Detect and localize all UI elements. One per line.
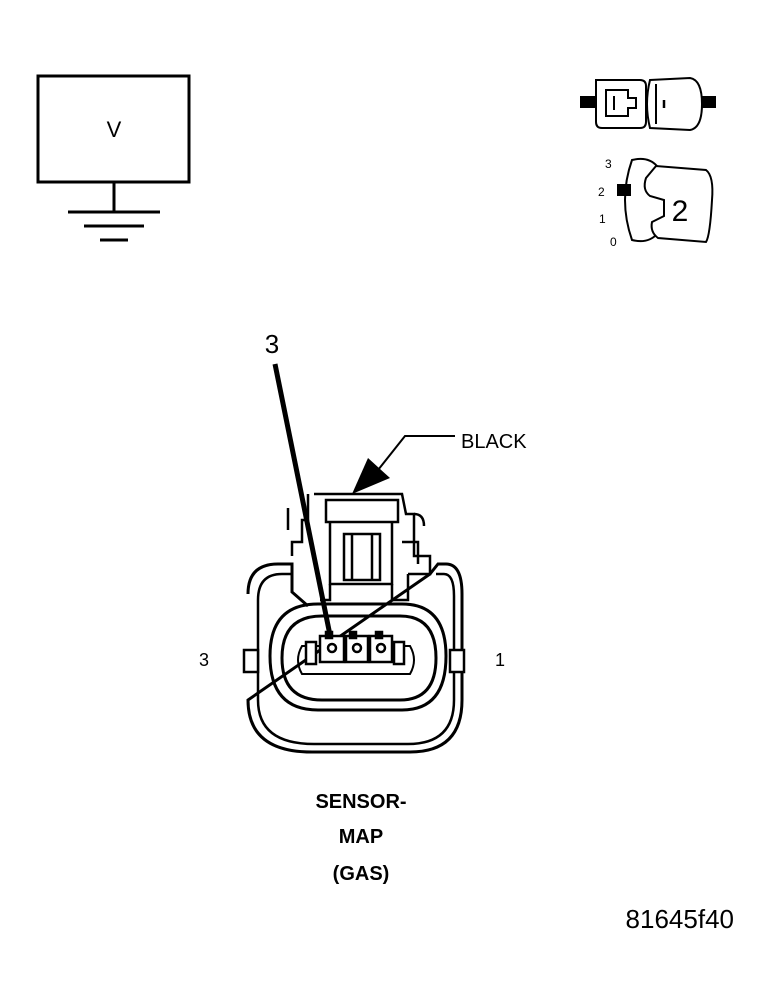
figure-id: 81645f40 — [626, 904, 734, 934]
connector-position-icon: 3 2 1 0 2 — [598, 157, 714, 249]
color-callout: BLACK — [352, 431, 527, 494]
connector-face — [242, 492, 466, 754]
caption-line-3: (GAS) — [333, 863, 390, 885]
connector-mating-icon — [580, 76, 716, 132]
pin-callout-label: 3 — [265, 329, 279, 359]
position-scale-2: 2 — [598, 185, 605, 199]
color-callout-arrow — [352, 458, 390, 494]
connector-left-pin-label: 3 — [199, 650, 209, 670]
caption-line-1: SENSOR- — [315, 791, 406, 813]
position-value: 2 — [672, 195, 689, 228]
voltmeter-box — [36, 74, 191, 184]
position-scale-3: 3 — [605, 157, 612, 171]
ground-icon — [68, 182, 160, 242]
position-marker — [617, 184, 631, 196]
caption-line-2: MAP — [339, 826, 383, 848]
connector-caption: SENSOR- MAP (GAS) — [315, 791, 406, 885]
voltmeter-symbol: V — [36, 74, 191, 242]
pin-callout-leader — [272, 363, 334, 641]
color-label: BLACK — [461, 431, 527, 453]
position-scale-1: 1 — [599, 212, 606, 226]
position-scale-0: 0 — [610, 235, 617, 249]
voltmeter-label: V — [107, 117, 122, 142]
pin-callout: 3 — [265, 329, 334, 641]
connector-right-pin-label: 1 — [495, 650, 505, 670]
